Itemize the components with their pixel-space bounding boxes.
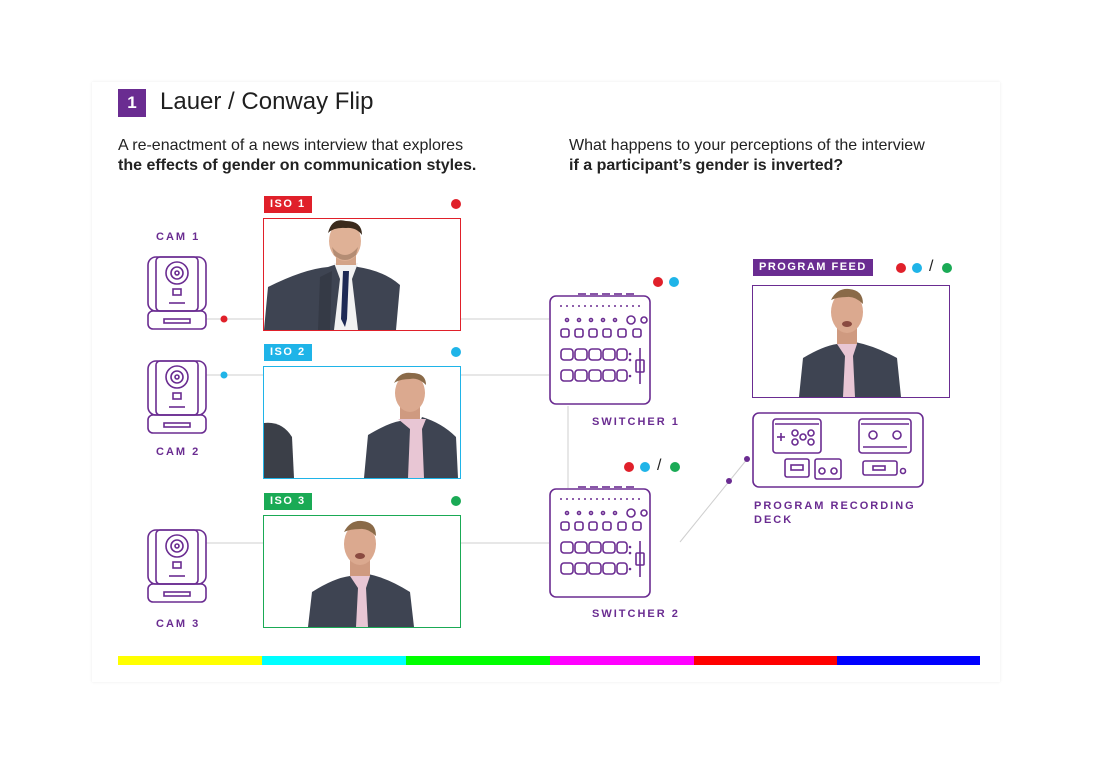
switcher2-green-dot [670, 462, 680, 472]
program-green-dot [942, 263, 952, 273]
iso1-tag: ISO 1 [264, 196, 312, 213]
intro-left-text: A re-enactment of a news interview that … [118, 137, 464, 154]
program-slash: / [929, 258, 934, 275]
iso1-indicator-dot [451, 199, 461, 209]
presenter-figure [264, 220, 400, 330]
cam1-label: CAM 1 [156, 231, 201, 243]
intro-left-bold: the effects of gender on communication s… [118, 157, 477, 174]
video-switcher-icon [549, 486, 651, 598]
recording-deck-label-line2: DECK [754, 514, 794, 526]
cam3-label: CAM 3 [156, 618, 201, 630]
switcher1-cyan-dot [669, 277, 679, 287]
camera-icon [147, 256, 207, 330]
recording-deck-icon [752, 412, 924, 488]
section-number: 1 [118, 89, 146, 117]
iso2-video-frame [263, 366, 461, 479]
intro-right: What happens to your perceptions of the … [569, 136, 989, 176]
iso2-tag: ISO 2 [264, 344, 312, 361]
presenter-figure [308, 520, 414, 627]
cam2-signal-dot [220, 371, 228, 379]
color-bar-yellow [118, 656, 262, 665]
deck-link-dot-1 [726, 478, 732, 484]
iso1-video-frame [263, 218, 461, 331]
intro-left: A re-enactment of a news interview that … [118, 136, 538, 176]
iso3-video-frame [263, 515, 461, 628]
intro-right-text: What happens to your perceptions of the … [569, 137, 925, 154]
deck-link-dot-2 [744, 456, 750, 462]
iso3-tag: ISO 3 [264, 493, 312, 510]
color-bar-cyan [262, 656, 406, 665]
switcher2-cyan-dot [640, 462, 650, 472]
recording-deck-label-line1: PROGRAM RECORDING [754, 500, 916, 512]
presenter-figure [799, 288, 901, 397]
color-bar-blue [837, 656, 980, 665]
iso2-indicator-dot [451, 347, 461, 357]
interview-scene [264, 372, 458, 478]
switcher2-slash: / [657, 457, 662, 474]
camera-icon [147, 529, 207, 603]
program-video-frame [752, 285, 950, 398]
switcher1-label: SWITCHER 1 [592, 416, 680, 428]
cam1-signal-dot [220, 315, 228, 323]
recording-deck-label: PROGRAM RECORDING DECK [754, 499, 916, 527]
camera-icon [147, 360, 207, 434]
intro-right-bold: if a participant’s gender is inverted? [569, 157, 844, 174]
deck-link-line [679, 457, 749, 543]
cam2-label: CAM 2 [156, 446, 201, 458]
video-switcher-icon [549, 293, 651, 405]
iso3-indicator-dot [451, 496, 461, 506]
program-red-dot [896, 263, 906, 273]
color-bar-red [694, 656, 837, 665]
switcher1-red-dot [653, 277, 663, 287]
color-bar-green [406, 656, 550, 665]
switcher2-red-dot [624, 462, 634, 472]
page-title: Lauer / Conway Flip [160, 88, 374, 115]
switcher2-label: SWITCHER 2 [592, 608, 680, 620]
program-feed-tag: PROGRAM FEED [753, 259, 873, 276]
color-bar-magenta [550, 656, 694, 665]
program-cyan-dot [912, 263, 922, 273]
